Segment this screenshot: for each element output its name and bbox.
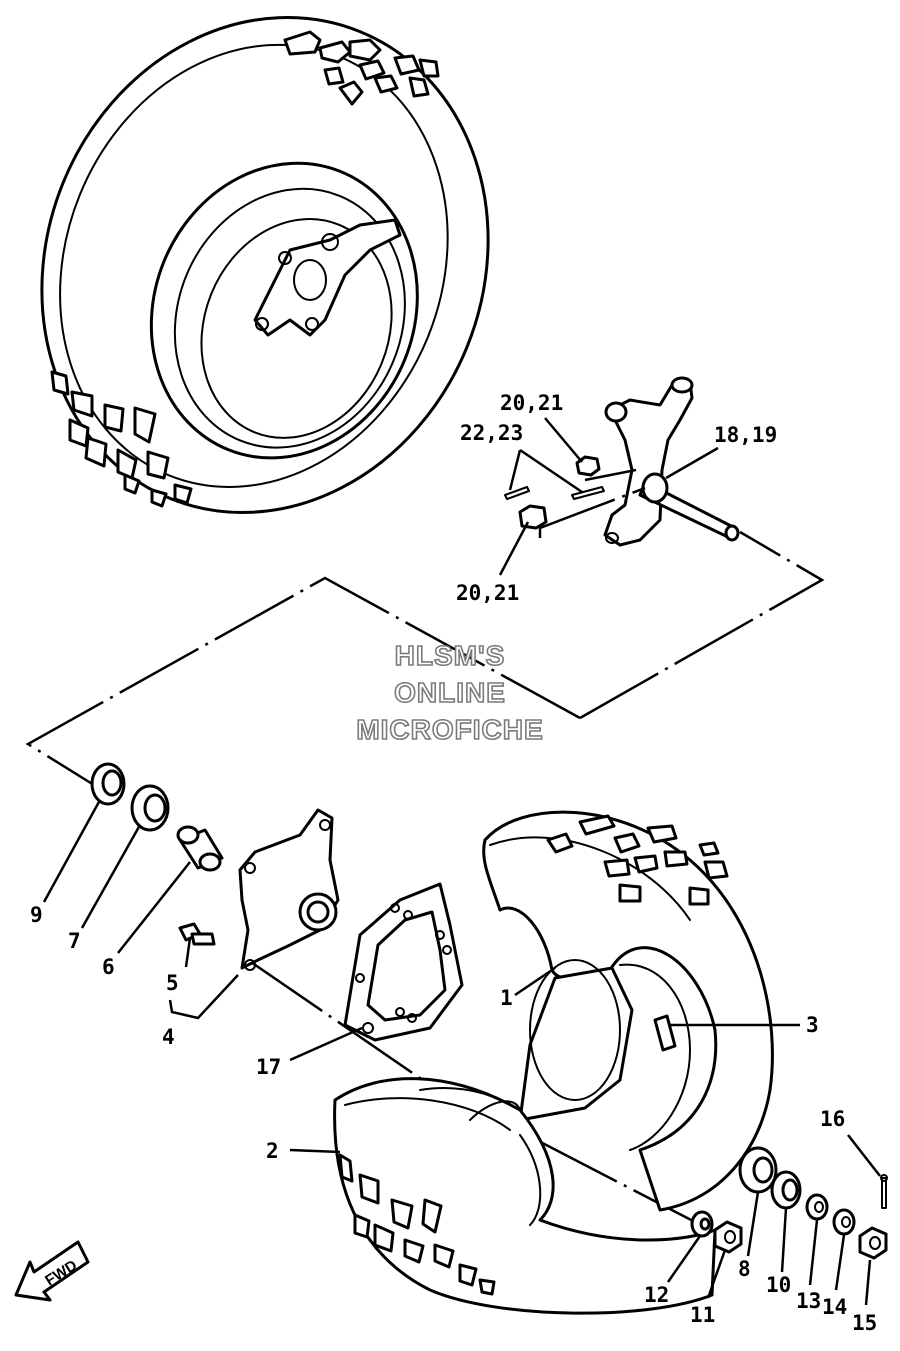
watermark-line-3: MICROFICHE (356, 714, 543, 745)
callout-20-21-top: 20,21 (500, 391, 563, 415)
nut-11 (713, 1220, 743, 1254)
callout-22-23: 22,23 (460, 421, 523, 445)
callout-18-19: 18,19 (714, 423, 777, 447)
tread-blocks-bottom (50, 370, 193, 508)
watermark-line-1: HLSM'S (395, 640, 506, 671)
washer-14 (832, 1208, 856, 1236)
rim-gasket-17 (343, 882, 464, 1042)
nut-15 (858, 1226, 888, 1260)
callout-8: 8 (738, 1257, 751, 1281)
oil-seal-9 (90, 762, 126, 806)
spacer-6 (176, 825, 224, 872)
washer-13 (805, 1193, 829, 1221)
callout-4: 4 (162, 1025, 175, 1049)
bearing-8 (738, 1146, 778, 1194)
oil-seal-10 (770, 1170, 802, 1210)
callout-6: 6 (102, 955, 115, 979)
callout-2: 2 (266, 1139, 279, 1163)
tread-blocks-top (283, 30, 440, 106)
callout-16: 16 (820, 1107, 845, 1131)
callout-10: 10 (766, 1273, 791, 1297)
callouts: 1 2 3 4 5 6 7 8 9 10 11 12 13 14 15 16 1… (30, 391, 877, 1335)
wheel-hub-4 (238, 808, 340, 971)
callout-14: 14 (822, 1295, 847, 1319)
callout-1: 1 (500, 986, 513, 1010)
callout-5: 5 (166, 971, 179, 995)
castle-nut-lower (518, 504, 548, 530)
washer-12 (690, 1210, 714, 1238)
callout-11: 11 (690, 1303, 715, 1327)
callout-3: 3 (806, 1013, 819, 1037)
callout-15: 15 (852, 1311, 877, 1335)
tire-half-1 (482, 810, 774, 1212)
assembled-wheel (40, 15, 490, 515)
bearing-7 (130, 784, 170, 832)
valve-stem-3 (653, 1014, 677, 1052)
callout-17: 17 (256, 1055, 281, 1079)
bolt-5 (178, 922, 216, 946)
callout-20-21-bottom: 20,21 (456, 581, 519, 605)
cotter-pin-16 (880, 1174, 888, 1209)
tread-blocks-right (546, 814, 729, 906)
leader-lines (42, 417, 881, 1306)
watermark: HLSM'S ONLINE MICROFICHE (356, 639, 544, 746)
callout-12: 12 (644, 1283, 669, 1307)
hub-spider (253, 218, 402, 337)
tire-half-2 (333, 1077, 717, 1315)
steering-knuckle (603, 376, 740, 547)
callout-7: 7 (68, 929, 81, 953)
cotter-pins (504, 486, 605, 500)
tread-blocks-left (338, 1153, 496, 1296)
forward-arrow-icon: FWD (14, 1240, 90, 1302)
callout-13: 13 (796, 1289, 821, 1313)
callout-9: 9 (30, 903, 43, 927)
watermark-line-2: ONLINE (394, 677, 506, 708)
